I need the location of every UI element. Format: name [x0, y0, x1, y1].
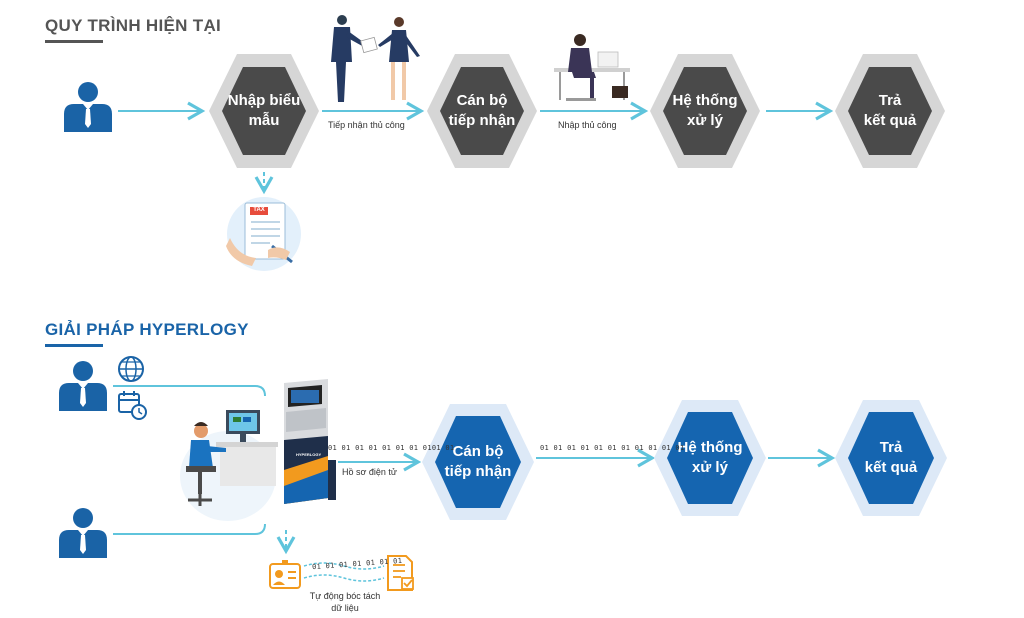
binary-stream-1: 01 01 01 01 01 01 01 0101 01	[328, 444, 455, 452]
tax-form-illustration	[226, 197, 301, 271]
hex-solution-result	[835, 400, 947, 516]
kiosk-illustration	[284, 379, 336, 504]
hex-step-system	[650, 54, 760, 168]
office-worker-illustration	[180, 410, 278, 521]
user-icon-online	[59, 361, 107, 411]
step-label-result: Trả kết quả	[863, 92, 917, 129]
edge-label-e-dossier: Hồ sơ điện tử	[342, 467, 397, 477]
solution-step-label-result: Trả kết quả	[864, 439, 918, 476]
solution-step-label-system: Hệ thống xử lý	[677, 439, 743, 476]
edge-label-auto-extract: Tự động bóc tách dữ liệu	[309, 591, 381, 613]
edge-label-manual-receipt: Tiếp nhận thủ công	[328, 120, 405, 130]
line-user2-to-kiosk	[113, 523, 266, 535]
binary-stream-2: 01 01 01 01 01 01 01 01 01 01 01	[540, 444, 685, 452]
globe-icon	[118, 356, 144, 382]
calendar-clock-icon	[118, 391, 147, 420]
hex-step-officer	[427, 54, 537, 168]
user-icon-counter	[59, 508, 107, 558]
section-title-solution: GIẢI PHÁP HYPERLOGY	[45, 320, 249, 339]
kiosk-brand-label: HYPERLOGY	[296, 452, 322, 457]
handshake-illustration	[331, 15, 420, 102]
edge-label-manual-entry: Nhập thủ công	[558, 120, 617, 130]
step-label-system: Hệ thống xử lý	[672, 92, 738, 129]
solution-step-label-officer: Cán bộ tiếp nhận	[444, 443, 512, 480]
title-underline-solution	[45, 344, 103, 347]
title-underline-current	[45, 40, 103, 43]
dashed-wave-2	[303, 574, 385, 582]
section-title-current: QUY TRÌNH HIỆN TẠI	[45, 16, 222, 35]
hex-solution-system	[654, 400, 766, 516]
step-label-officer: Cán bộ tiếp nhận	[448, 92, 516, 129]
dashed-wave-1	[303, 562, 385, 570]
document-check-icon	[387, 555, 414, 591]
step-label-form: Nhập biểu mẫu	[227, 92, 301, 129]
tax-tag-label: TAX	[253, 207, 265, 213]
hex-step-form	[209, 54, 319, 168]
hex-solution-officer	[422, 404, 534, 520]
hex-step-result	[835, 54, 945, 168]
desk-worker-illustration	[554, 34, 630, 101]
user-icon	[64, 82, 112, 132]
id-card-icon	[269, 560, 301, 589]
line-user1-to-kiosk	[113, 385, 266, 397]
